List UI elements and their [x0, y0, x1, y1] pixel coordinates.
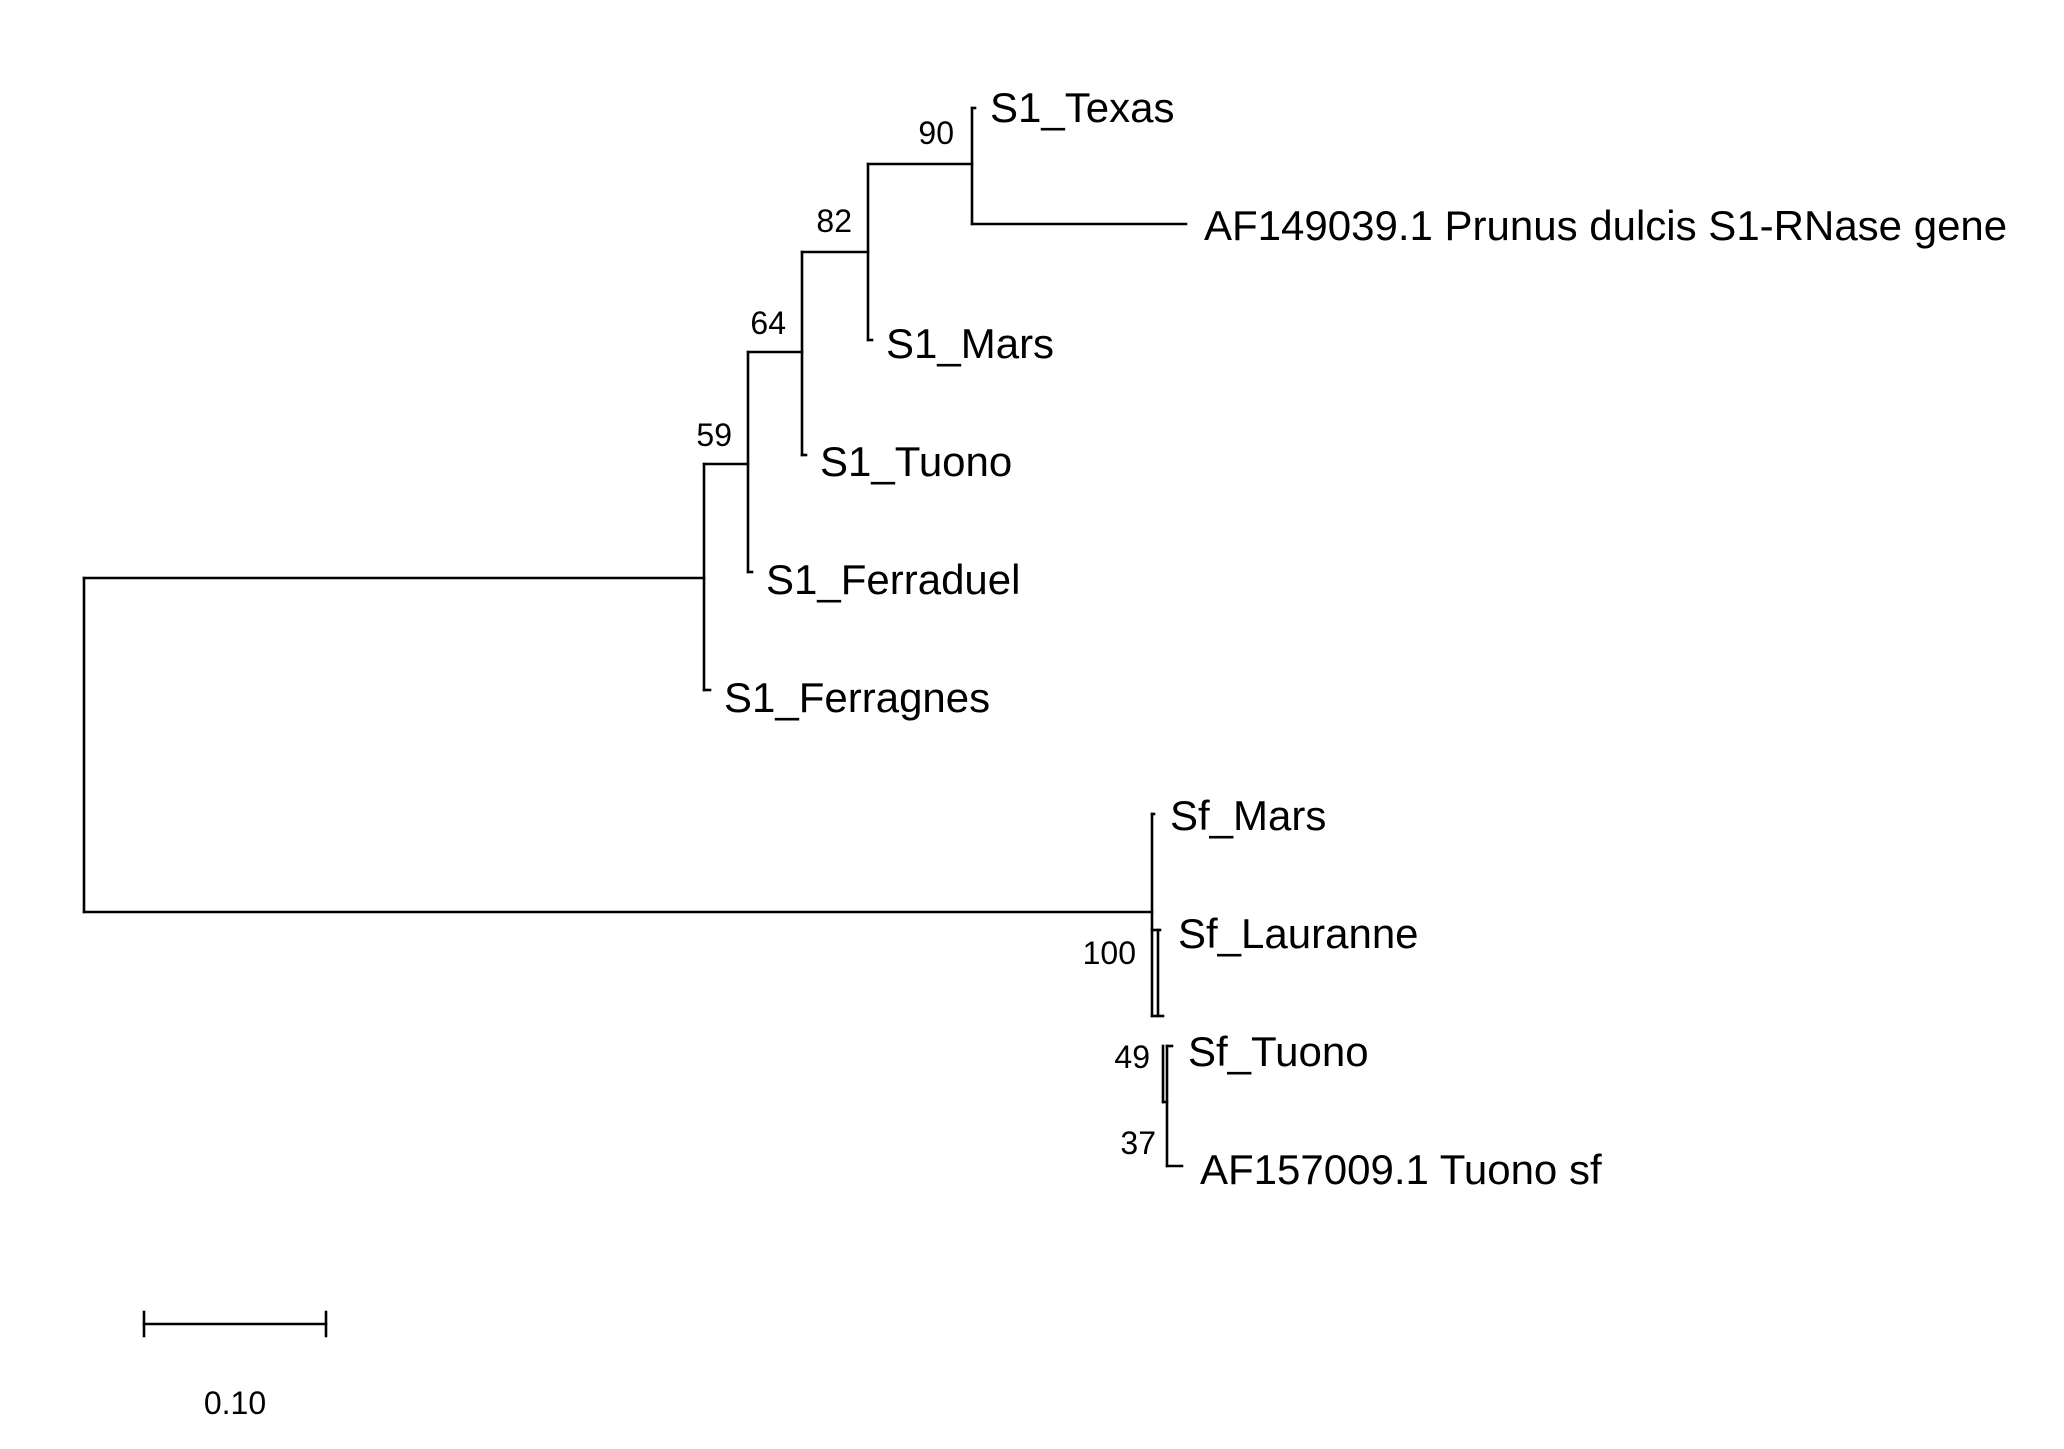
- leaf-label-sf-tuono: Sf_Tuono: [1188, 1028, 1369, 1075]
- support-value-37: 37: [1120, 1125, 1156, 1161]
- leaf-label-s1-mars: S1_Mars: [886, 320, 1054, 367]
- support-value-90: 90: [918, 115, 954, 151]
- leaf-label-s1-ferraduel: S1_Ferraduel: [766, 556, 1020, 603]
- support-value-100: 100: [1083, 935, 1136, 971]
- support-value-64: 64: [750, 305, 786, 341]
- support-value-82: 82: [816, 203, 852, 239]
- tree-branches: [82, 106, 1188, 1168]
- scale-bar: 0.10: [142, 1310, 328, 1421]
- leaf-label-s1-texas: S1_Texas: [990, 84, 1174, 131]
- scale-bar-label: 0.10: [204, 1385, 266, 1421]
- leaf-label-sf-mars: Sf_Mars: [1170, 792, 1326, 839]
- leaf-labels: S1_Texas AF149039.1 Prunus dulcis S1-RNa…: [724, 84, 2007, 1193]
- leaf-label-af157009: AF157009.1 Tuono sf: [1200, 1146, 1602, 1193]
- support-value-59: 59: [696, 417, 732, 453]
- leaf-label-s1-tuono: S1_Tuono: [820, 438, 1012, 485]
- support-values: 90 82 64 59 100 49 37: [696, 115, 1156, 1161]
- support-value-49: 49: [1114, 1039, 1150, 1075]
- leaf-label-sf-lauranne: Sf_Lauranne: [1178, 910, 1419, 957]
- leaf-label-s1-ferragnes: S1_Ferragnes: [724, 674, 990, 721]
- leaf-label-af149039: AF149039.1 Prunus dulcis S1-RNase gene: [1204, 202, 2007, 249]
